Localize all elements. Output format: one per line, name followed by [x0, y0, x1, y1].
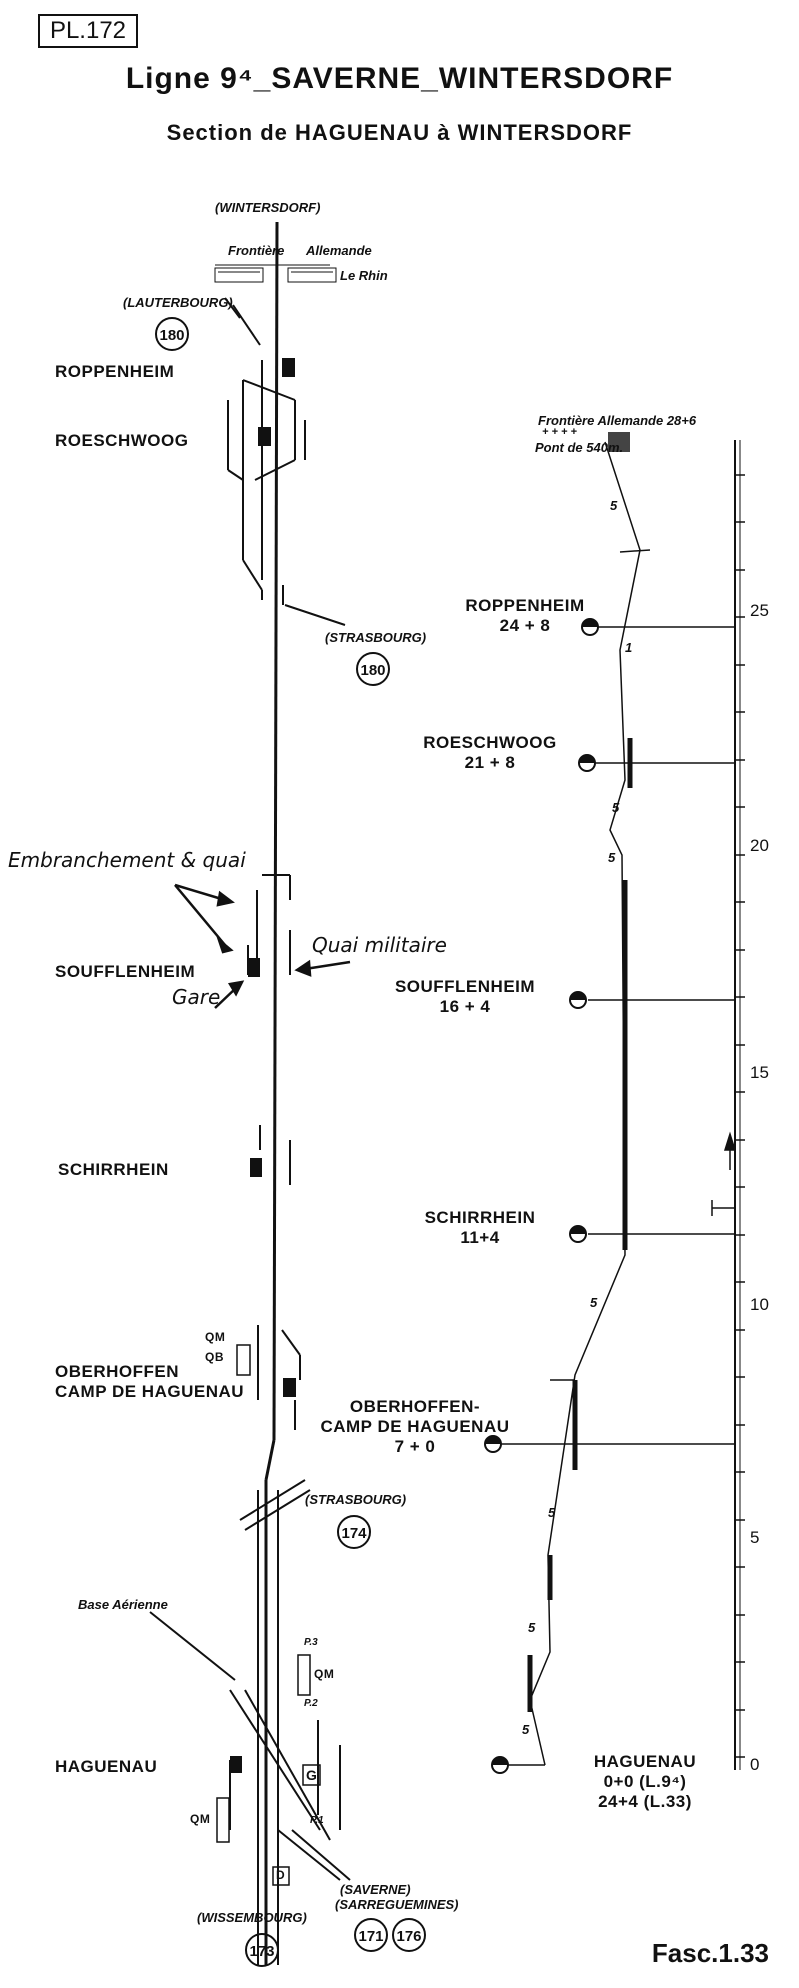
- profile-station-pk-2: 24+4 (L.33): [598, 1792, 692, 1811]
- profile-station-schirrhein: SCHIRRHEIN 11+4: [400, 1208, 560, 1248]
- mark-p2: P.2: [304, 1698, 318, 1709]
- page-subtitle: Section de HAGUENAU à WINTERSDORF: [166, 120, 633, 145]
- wissembourg-label: (WISSEMBOURG): [197, 1910, 307, 1925]
- scale-tick-label: 0: [750, 1755, 760, 1774]
- page-title: Ligne 9⁴_SAVERNE_WINTERSDORF: [125, 62, 674, 95]
- gradient-label: 5: [590, 1295, 598, 1310]
- sarreguemines-label: (SARREGUEMINES): [335, 1897, 459, 1912]
- profile-crosses: + + + +: [542, 426, 577, 438]
- mark-qb: QB: [205, 1350, 224, 1364]
- mark-p3: P.3: [304, 1637, 318, 1648]
- mark-g: G: [306, 1767, 318, 1783]
- profile-station-pk: 16 + 4: [439, 997, 491, 1016]
- river-label: Le Rhin: [340, 268, 388, 283]
- profile-station-name-2: CAMP DE HAGUENAU: [320, 1417, 510, 1436]
- frontier-right: Allemande: [306, 243, 372, 258]
- note-gare: Gare: [172, 985, 221, 1009]
- profile-station-name: HAGUENAU: [593, 1752, 697, 1771]
- saverne-label: (SAVERNE): [340, 1882, 411, 1897]
- gradient-label: 1: [625, 640, 633, 655]
- fascicule-label: Fasc.1.33: [651, 1938, 769, 1968]
- profile-station-name: SOUFFLENHEIM: [394, 977, 536, 996]
- line-badge-180-top: 180: [155, 317, 189, 351]
- gradient-label: 5: [548, 1505, 556, 1520]
- profile-station-pk: 0+0 (L.9⁴): [603, 1772, 687, 1791]
- base-aerienne-label: Base Aérienne: [78, 1597, 168, 1612]
- profile-station-oberhoffen: OBERHOFFEN- CAMP DE HAGUENAU 7 + 0: [300, 1397, 530, 1457]
- mark-p1: P.1: [310, 1815, 324, 1826]
- top-terminus: (WINTERSDORF): [215, 200, 321, 215]
- profile-station-roeschwoog: ROESCHWOOG 21 + 8: [395, 733, 585, 773]
- gradient-label: 5: [522, 1722, 530, 1737]
- scale-tick-label: 15: [750, 1063, 769, 1082]
- gradient-label: 5: [608, 850, 616, 865]
- profile-station-name: OBERHOFFEN-: [349, 1397, 481, 1416]
- note-quai-militaire: Quai militaire: [312, 933, 447, 957]
- profile-pont: Pont de 540m.: [535, 440, 624, 455]
- profile-station-name: ROPPENHEIM: [465, 596, 585, 615]
- line-badge-176: 176: [392, 1918, 426, 1952]
- mark-qm-3: QM: [190, 1812, 211, 1826]
- profile-frontier: Frontière Allemande 28+6: [538, 413, 697, 428]
- plate-number: PL.172: [38, 14, 138, 48]
- station-roeschwoog: ROESCHWOOG: [55, 431, 189, 450]
- station-roppenheim: ROPPENHEIM: [55, 362, 175, 381]
- strasbourg-label-1: (STRASBOURG): [325, 630, 427, 645]
- profile-station-soufflenheim: SOUFFLENHEIM 16 + 4: [365, 977, 565, 1017]
- scale-tick-label: 10: [750, 1295, 769, 1314]
- station-soufflenheim: SOUFFLENHEIM: [55, 962, 196, 981]
- profile-station-pk: 21 + 8: [464, 753, 516, 772]
- line-badge-173: 173: [245, 1933, 279, 1967]
- frontier-left: Frontière: [228, 243, 285, 258]
- scale-tick-label: 5: [750, 1528, 760, 1547]
- gradient-label: 5: [610, 498, 618, 513]
- station-camp-de-haguenau: CAMP DE HAGUENAU: [55, 1382, 245, 1401]
- line-badge-180-bottom: 180: [356, 652, 390, 686]
- lauterbourg-label: (LAUTERBOURG): [123, 295, 233, 310]
- station-haguenau: HAGUENAU: [55, 1757, 158, 1776]
- note-embranchement: Embranchement & quai: [8, 848, 246, 872]
- station-oberhoffen: OBERHOFFEN: [55, 1362, 179, 1381]
- profile-station-pk: 11+4: [460, 1228, 500, 1247]
- profile-station-pk: 7 + 0: [394, 1437, 436, 1456]
- scale-tick-label: 25: [750, 601, 769, 620]
- profile-station-name: SCHIRRHEIN: [424, 1208, 536, 1227]
- line-badge-171: 171: [354, 1918, 388, 1952]
- mark-qm-2: QM: [314, 1667, 335, 1681]
- profile-station-haguenau: HAGUENAU 0+0 (L.9⁴) 24+4 (L.33): [570, 1752, 720, 1812]
- gradient-label: 5: [528, 1620, 536, 1635]
- station-schirrhein: SCHIRRHEIN: [58, 1160, 169, 1179]
- gradient-label: 5: [612, 800, 620, 815]
- mark-d: D: [276, 1868, 286, 1882]
- line-badge-174: 174: [337, 1515, 371, 1549]
- profile-station-pk: 24 + 8: [499, 616, 551, 635]
- scale-tick-label: 20: [750, 836, 769, 855]
- profile-station-name: ROESCHWOOG: [423, 733, 557, 752]
- strasbourg-label-2: (STRASBOURG): [305, 1492, 407, 1507]
- profile-station-roppenheim: ROPPENHEIM 24 + 8: [430, 596, 620, 636]
- mark-qm-1: QM: [205, 1330, 226, 1344]
